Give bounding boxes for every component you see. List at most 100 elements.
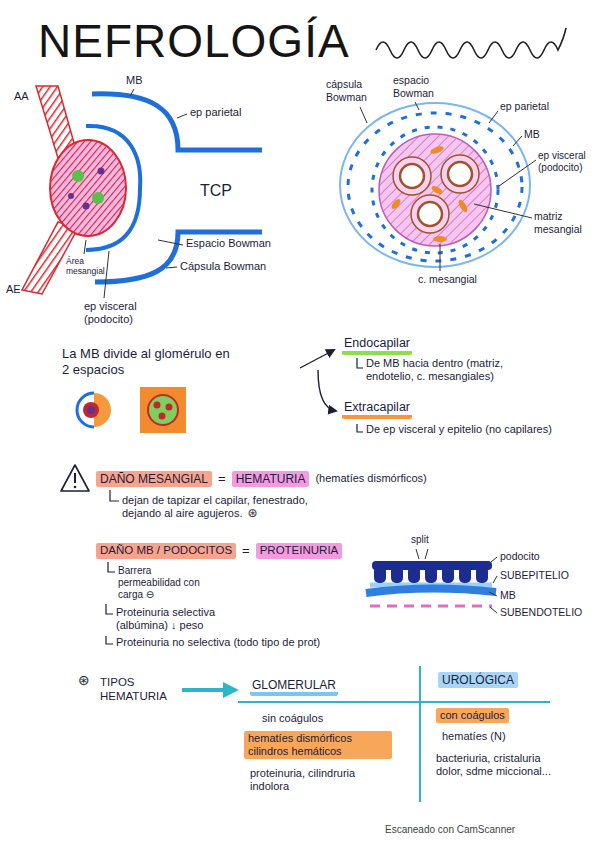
part-label: cápsula Bowman — [326, 78, 382, 103]
note-text: dejan de tapizar el capilar, fenestrado,… — [122, 494, 337, 520]
half-glomerulus-icon — [77, 393, 111, 427]
sub-bracket — [357, 424, 363, 432]
part-label: matriz mesangial — [534, 210, 590, 235]
leader-lines — [416, 549, 497, 613]
icon-part — [87, 406, 95, 414]
parietal-cells — [348, 113, 522, 261]
highlight-text: HEMATURIA — [236, 472, 306, 486]
sub-bracket — [106, 604, 113, 614]
mesangial-cell — [429, 145, 444, 155]
mesangial-dot — [92, 192, 104, 204]
part-label: ep visceral (podocito) — [84, 300, 156, 326]
endocapillary-icon — [148, 395, 178, 425]
capillary — [411, 195, 449, 233]
part-label: split — [411, 534, 429, 546]
table-cell: proteinuria, cilindruria indolora — [250, 767, 390, 793]
foot-process — [459, 566, 471, 583]
part-label: MB — [524, 128, 540, 141]
highlight-text: PROTEINURIA — [260, 544, 339, 558]
highlight-band: DAÑO MESANGIAL — [96, 471, 212, 487]
title-squiggle — [376, 28, 566, 58]
sub-bracket — [106, 636, 113, 644]
warning-icon — [61, 465, 89, 491]
foot-process — [408, 566, 420, 583]
foot-process — [442, 566, 454, 583]
endocapillary-area — [379, 134, 491, 246]
icon-part — [154, 402, 161, 409]
warning-mark — [74, 486, 77, 489]
branch-arrow — [300, 350, 334, 368]
leader-line — [158, 240, 183, 245]
leader-line — [425, 549, 428, 559]
highlight-band: HEMATURIA — [232, 471, 310, 487]
sub-bracket — [357, 358, 363, 368]
page-title: NEFROLOGÍA — [38, 14, 350, 69]
highlight-band: DAÑO MB / PODOCITOS — [96, 543, 236, 559]
part-label: ep visceral (podocito) — [538, 150, 596, 174]
note-text: Proteinuria no selectiva (todo tipo de p… — [116, 636, 320, 649]
note-text: La MB divide al glomérulo en 2 espacios — [62, 346, 237, 377]
table-rule — [238, 701, 550, 703]
visceral-layer — [86, 126, 140, 250]
note-text: Barrera permeabilidad con carga ⊖ — [118, 565, 200, 601]
mesangial-dot — [98, 168, 105, 175]
mesangial-cell — [433, 236, 447, 242]
part-label: MB — [500, 589, 516, 602]
glomerulus-section — [340, 102, 536, 271]
part-label: TCP — [200, 181, 232, 200]
endothelium — [370, 605, 492, 608]
filtration-barrier-sketch — [366, 549, 497, 613]
space-heading: Endocapilar — [342, 336, 412, 355]
leader-line — [490, 607, 497, 613]
note-text: (hematíes dismórficos) — [315, 472, 426, 485]
extracapillary-icon — [140, 387, 186, 433]
mesangial-dot — [83, 203, 90, 210]
table-cell: bacteriuria, cristaluria dolor, sdme mic… — [436, 752, 566, 778]
table-arrow — [182, 688, 234, 692]
part-label: Espacio Bowman — [186, 237, 271, 250]
highlight-band: PROTEINURIA — [256, 543, 343, 559]
highlight-text: hematíes dismórficos cilindros hemáticos — [248, 732, 388, 758]
mesangial-cell — [390, 197, 402, 210]
leader-line — [491, 557, 497, 562]
part-label: SUBEPITELIO — [500, 569, 569, 582]
highlight-text: Extracapilar — [344, 400, 410, 415]
part-label: Cápsula Bowman — [180, 260, 266, 273]
leader-line — [499, 160, 536, 186]
callout-symbol: ⊛ — [247, 506, 257, 520]
table-cell: hematíes dismórficos cilindros hemáticos — [244, 731, 392, 759]
leader-line — [84, 240, 86, 254]
part-label: Área mesangial — [66, 256, 110, 276]
part-label: ep parietal — [190, 106, 241, 119]
leader-line — [489, 592, 497, 596]
watermark: Escaneado con CamScanner — [385, 824, 515, 836]
part-label: espacio Bowman — [393, 74, 449, 99]
part-label: MB — [126, 74, 143, 87]
leader-line — [474, 204, 532, 218]
space-icons — [77, 387, 186, 433]
capillary-lumen — [448, 162, 472, 186]
highlight-text: DAÑO MB / PODOCITOS — [100, 544, 232, 558]
leader-line — [416, 549, 419, 559]
table-cell: sin coágulos — [262, 712, 323, 725]
foot-process — [476, 566, 488, 583]
mesangial-cell — [457, 198, 469, 213]
warning-triangle — [61, 465, 89, 491]
branch-arrow — [318, 370, 336, 411]
table-cell: con coágulos — [436, 708, 509, 723]
leader-line — [440, 244, 441, 271]
leader-line — [493, 576, 497, 583]
glomerulus — [50, 140, 126, 236]
leader-line — [360, 107, 367, 123]
foot-process — [391, 566, 403, 583]
table-header: UROLÓGICA — [438, 672, 518, 688]
foot-process — [425, 566, 437, 583]
mesangial-cell — [430, 184, 443, 195]
equals-sign: = — [242, 543, 250, 559]
capillary — [441, 155, 479, 193]
part-label: AE — [6, 283, 21, 296]
part-label: AA — [14, 90, 29, 103]
podocyte-ring — [372, 127, 498, 253]
leader-line — [513, 136, 522, 146]
equals-sign: = — [218, 471, 226, 487]
